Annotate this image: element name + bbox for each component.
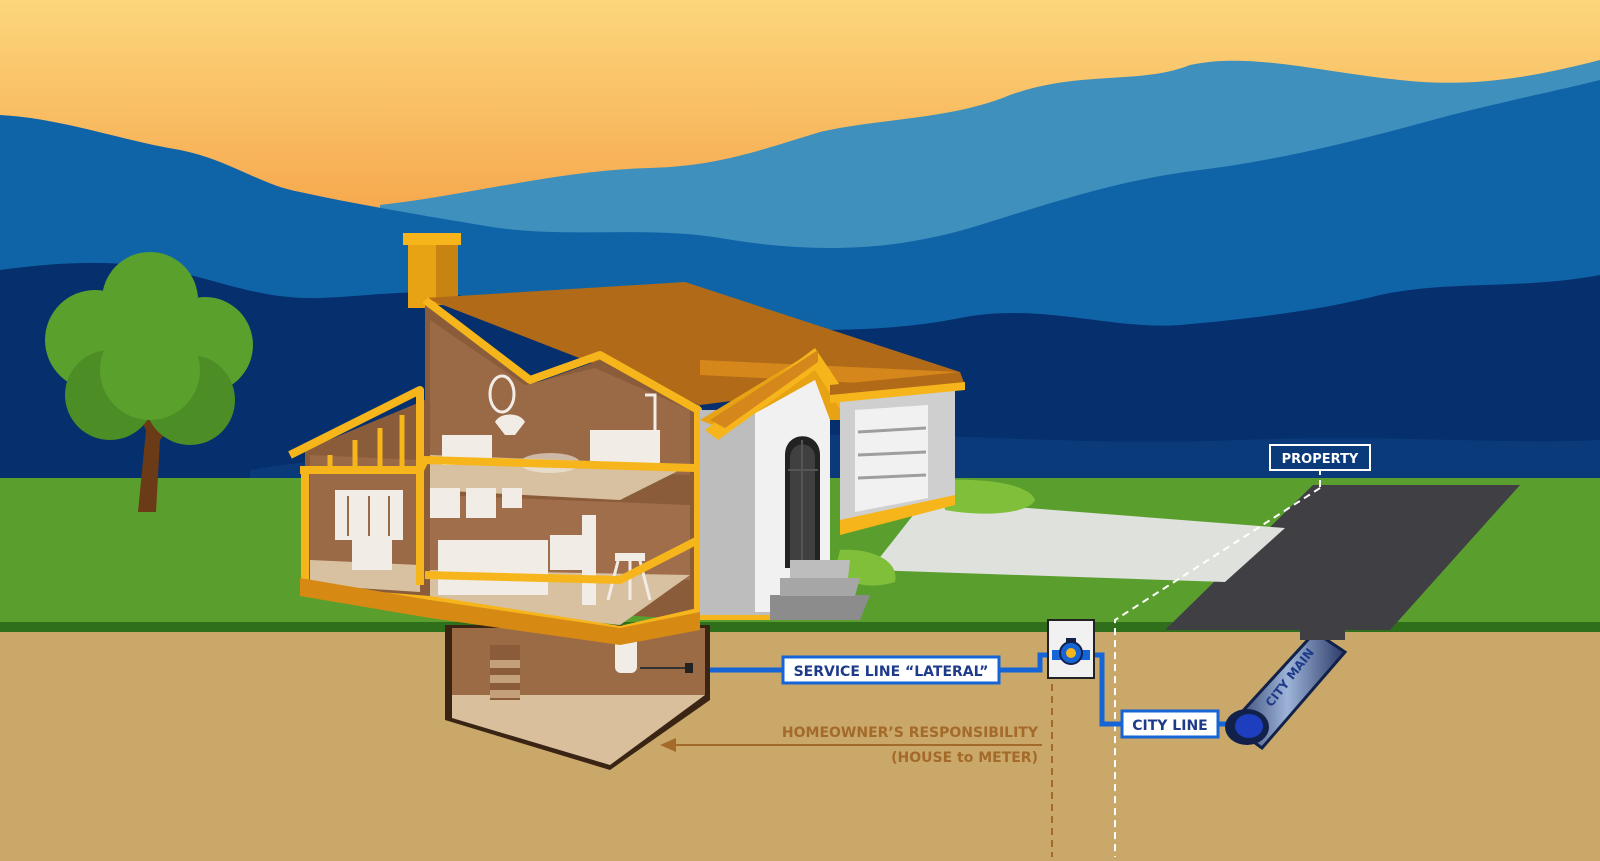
shutoff-valve-icon — [685, 663, 693, 673]
property-label: PROPERTY — [1269, 444, 1371, 471]
responsibility-label-line2: (HOUSE to METER) — [891, 750, 1038, 766]
city-line-label-text: CITY LINE — [1132, 718, 1207, 734]
service-line-label: SERVICE LINE “LATERAL” — [781, 655, 1001, 685]
responsibility-arrow — [660, 738, 1042, 752]
street — [1165, 485, 1520, 630]
driveway — [870, 500, 1285, 582]
lawn-patch — [940, 479, 1035, 514]
water-meter[interactable] — [1047, 619, 1095, 679]
house-cutaway — [288, 233, 965, 645]
lawn-patch-2 — [835, 549, 896, 586]
property-label-text: PROPERTY — [1282, 452, 1359, 467]
service-line-label-text: SERVICE LINE “LATERAL” — [794, 664, 989, 680]
city-line-label: CITY LINE — [1120, 709, 1220, 739]
city-main-pipe — [1225, 625, 1348, 751]
responsibility-label-line1: HOMEOWNER’S RESPONSIBILITY — [782, 725, 1039, 741]
tree — [45, 252, 253, 512]
property-line — [1114, 468, 1321, 857]
